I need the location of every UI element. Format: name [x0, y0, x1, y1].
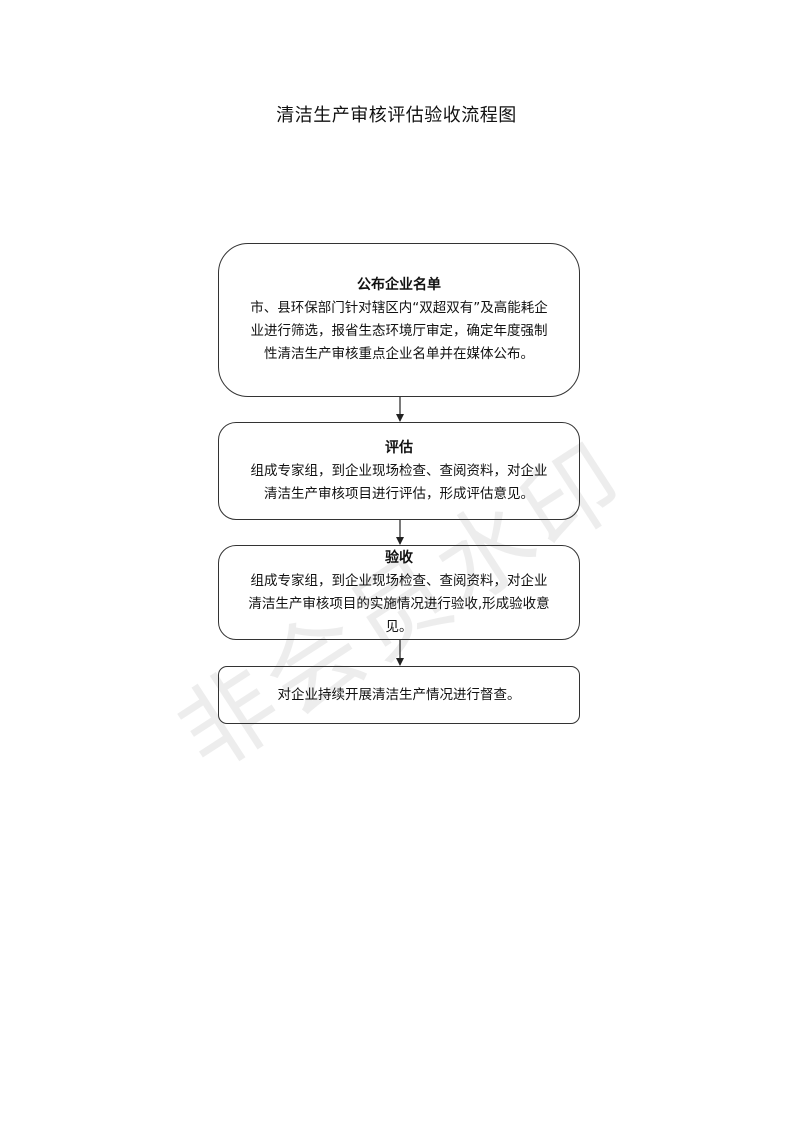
flow-step-text: 对企业持续开展清洁生产情况进行督查。	[277, 686, 521, 703]
flow-step-evaluation: 评估 组成专家组，到企业现场检查、查阅资料，对企业清洁生产审核项目进行评估，形成…	[218, 422, 580, 520]
flow-step-heading: 评估	[385, 439, 413, 456]
flow-step-acceptance: 验收 组成专家组，到企业现场检查、查阅资料，对企业清洁生产审核项目的实施情况进行…	[218, 545, 580, 640]
flow-step-text: 组成专家组，到企业现场检查、查阅资料，对企业清洁生产审核项目进行评估，形成评估意…	[250, 462, 548, 502]
flow-step-text: 组成专家组，到企业现场检查、查阅资料，对企业清洁生产审核项目的实施情况进行验收,…	[248, 572, 550, 635]
flow-step-publish-list: 公布企业名单 市、县环保部门针对辖区内“双超双有”及高能耗企业进行筛选，报省生态…	[218, 243, 580, 397]
flow-step-supervision: 对企业持续开展清洁生产情况进行督查。	[218, 666, 580, 724]
page-title: 清洁生产审核评估验收流程图	[276, 105, 517, 126]
flow-step-text: 市、县环保部门针对辖区内“双超双有”及高能耗企业进行筛选，报省生态环境厅审定，确…	[250, 300, 548, 362]
flow-step-heading: 公布企业名单	[357, 277, 441, 293]
flow-step-heading: 验收	[385, 549, 413, 566]
